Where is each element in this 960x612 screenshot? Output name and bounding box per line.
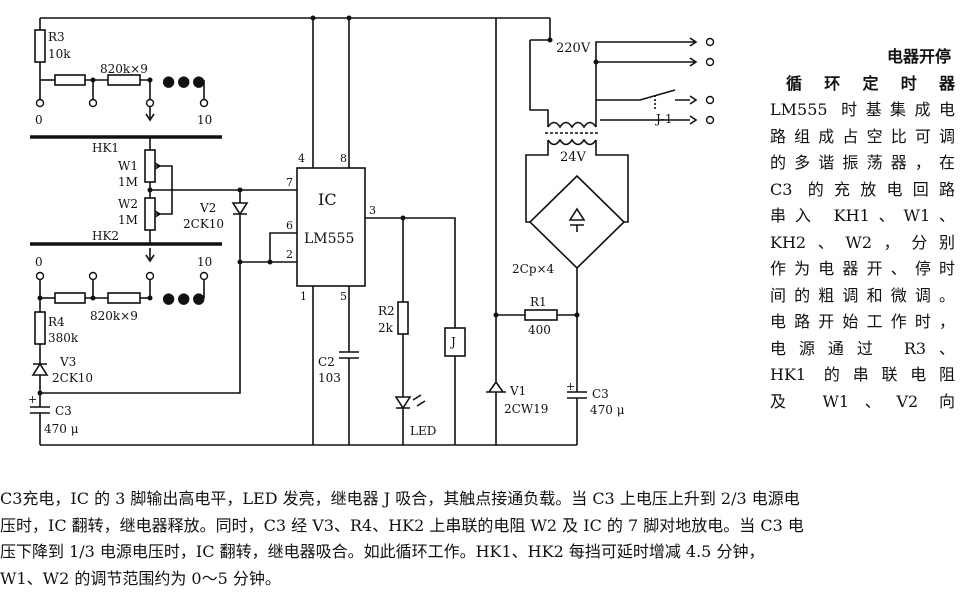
side-line: 及 W1、V2 向 [770,391,955,411]
mains-terminal [705,57,715,67]
r1-label: R1 [530,295,547,309]
load-terminal [705,95,715,105]
r1-resistor [524,309,558,321]
w1-label: W1 [118,159,138,173]
hk1-label: HK1 [92,141,119,155]
r3-resistor [34,29,46,63]
w2-value: 1M [118,213,138,227]
pin-6: 6 [286,219,293,232]
c3-right-plus: + [566,380,575,393]
w2-potentiometer [144,197,156,231]
pin-1: 1 [300,290,307,303]
r2-value: 2k [378,321,394,335]
bottom-line: W1、W2 的调节范围约为 0～5 分钟。 [0,568,281,588]
hk1-contact [88,98,98,108]
v3-type: 2CK10 [52,371,93,385]
v1-label: V1 [509,384,526,398]
hk2-label: HK2 [92,229,119,243]
bottom-line: 压下降到 1/3 电源电压时，IC 翻转，继电器吸合。如此循环工作。HK1、HK… [0,542,765,561]
r4-label: R4 [48,315,65,329]
j1-label: J-1 [654,112,673,126]
v2-type: 2CK10 [183,217,224,231]
side-line: 电源通过 R3、 [770,338,955,358]
hk1-contact [35,98,45,108]
top-chain-resistor [107,74,141,86]
bottom-description: C3充电，IC 的 3 脚输出高电平，LED 发亮，继电器 J 吸合，其触点接通… [0,486,958,592]
hk1-contact [199,98,209,108]
side-line: 路组成占空比可调 [770,126,955,146]
bottom-chain-resistor [107,292,141,304]
pin-8: 8 [340,152,347,165]
bridge-label: 2Cp×4 [512,262,555,276]
relay-label: J [449,335,456,349]
side-line: LM555 时基集成电 [770,100,955,119]
side-title-line1: 电器开停 [886,47,951,66]
hk1-pos-10: 10 [197,113,212,127]
side-line: 的多谐振荡器，在 [770,153,955,172]
r3-value: 10k [48,47,71,61]
r2-resistor [397,301,409,335]
pin-4: 4 [298,152,305,165]
ic-lm555 [296,167,366,287]
bottom-line: 压时，IC 翻转，继电器释放。同时，C3 经 V3、R4、HK2 上串联的电阻 … [0,515,804,535]
hk2-contact [88,271,98,281]
c3-left-plus: + [28,393,37,406]
bottom-chain-resistor [54,292,86,304]
side-line: 作为电器开、停时 [770,259,955,278]
w1-potentiometer [144,149,156,183]
r1-value: 400 [528,323,551,337]
c3-right-label: C3 [592,387,609,401]
r4-resistor [34,311,46,345]
led-label: LED [410,424,436,438]
mains-terminal [705,37,715,47]
top-chain-label: 820k×9 [100,62,148,76]
bridge-rectifier [528,174,626,270]
v2-label: V2 [199,201,216,215]
side-line: HK1 的串联电阻 [770,365,955,384]
side-title-line2: 循环定时器 [786,73,955,93]
r3-label: R3 [48,30,65,44]
ic-label: IC [318,190,337,209]
hk2-contact [145,271,155,281]
pin-7: 7 [286,176,293,189]
w1-value: 1M [118,175,138,189]
v220-label: 220V [556,41,591,56]
c3-left-label: C3 [55,404,72,418]
pin-5: 5 [340,290,347,303]
r4-value: 380k [48,331,79,345]
hk1-pos-0: 0 [35,113,43,127]
bottom-chain-dots: ●●● [162,289,207,307]
top-chain-dots: ●●● [162,72,207,90]
pin-3: 3 [369,204,376,217]
top-chain-resistor [54,74,86,86]
c2-value: 103 [318,371,341,385]
side-line: 电路开始工作时， [770,312,955,331]
hk2-pos-0: 0 [35,255,43,269]
circuit-schematic: R3 10k 820k×9 ●●● 0 10 HK1 W1 1M W2 1M H… [28,15,715,446]
bottom-chain-label: 820k×9 [90,309,138,323]
side-line: 串入 KH1、W1、 [770,206,955,225]
c2-label: C2 [318,355,335,369]
hk1-contact [145,98,155,108]
w2-label: W2 [118,197,138,211]
hk2-contact [35,271,45,281]
c3-left-value: 470 μ [44,422,79,436]
side-line: 间的粗调和微调。 [770,285,955,305]
load-terminal [705,115,715,125]
side-line: C3 的充放电回路 [770,179,955,199]
bottom-line: C3充电，IC 的 3 脚输出高电平，LED 发亮，继电器 J 吸合，其触点接通… [0,489,800,508]
ic-type: LM555 [304,231,354,247]
c3-right-value: 470 μ [590,403,625,417]
r2-label: R2 [378,304,395,318]
v3-label: V3 [59,355,76,369]
v24-label: 24V [560,150,587,165]
pin-2: 2 [286,248,293,261]
hk2-contact [199,271,209,281]
v1-type: 2CW19 [504,402,548,416]
side-line: KH2、W2，分别 [770,232,955,252]
hk2-pos-10: 10 [197,255,212,269]
side-description: 电器开停 循环定时器 LM555 时基集成电 路组成占空比可调 的多谐振荡器，在… [770,44,955,415]
